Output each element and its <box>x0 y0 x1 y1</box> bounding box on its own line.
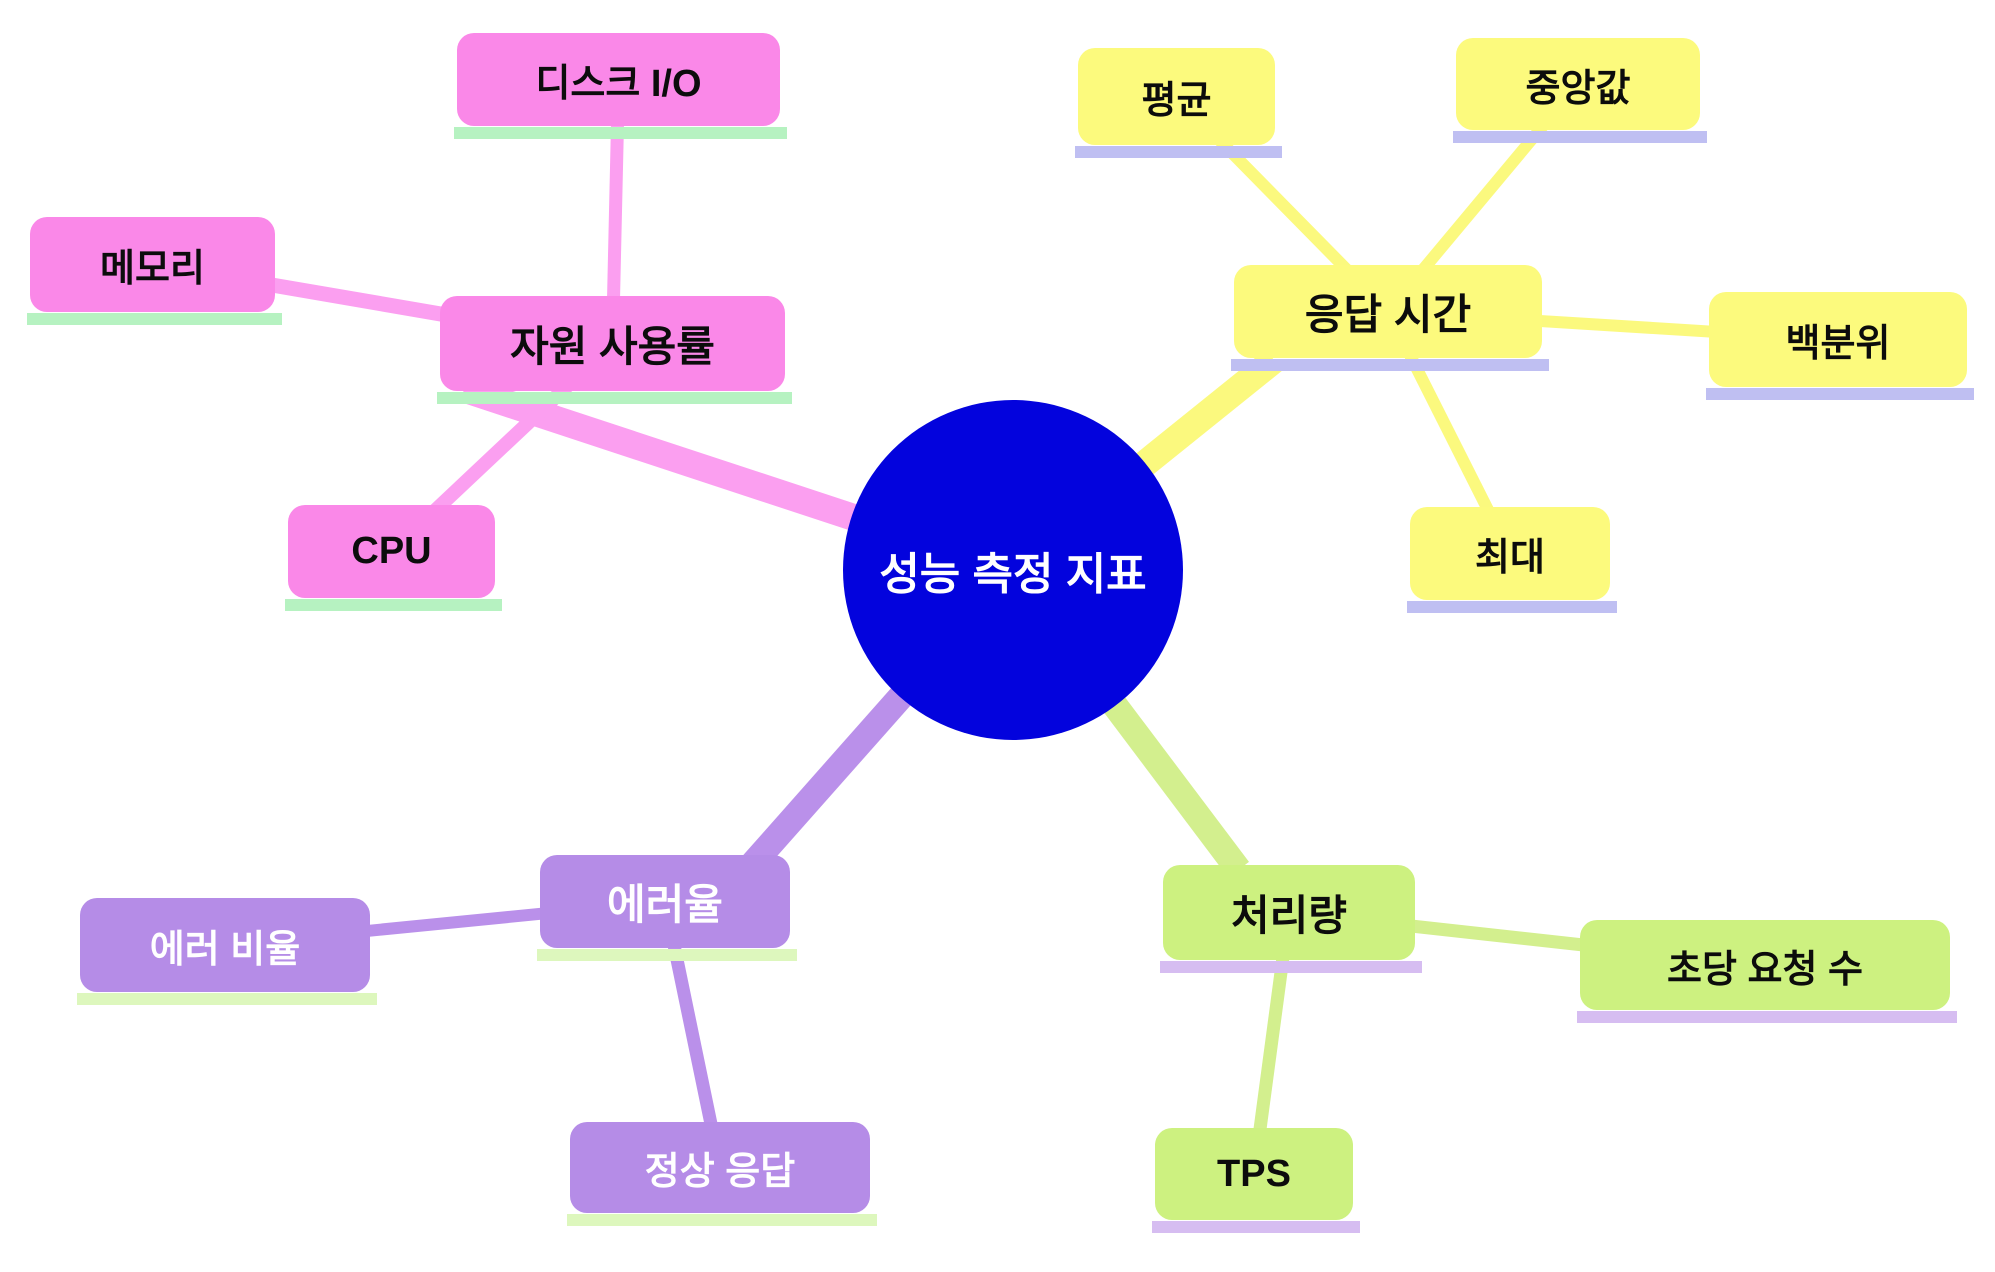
node-response-time[interactable]: 응답 시간 <box>1231 265 1549 371</box>
node-throughput[interactable]: 처리량 <box>1160 865 1422 973</box>
node-tps[interactable]: TPS <box>1152 1128 1360 1233</box>
node-center-topic[interactable]: 성능 측정 지표 <box>843 400 1183 740</box>
node-disk-io[interactable]: 디스크 I/O <box>454 33 787 139</box>
node-memory[interactable]: 메모리 <box>27 217 282 325</box>
node-average[interactable]: 평균 <box>1075 48 1282 158</box>
node-cpu[interactable]: CPU <box>285 505 502 611</box>
node-requests-per-second[interactable]: 초당 요청 수 <box>1577 920 1957 1023</box>
node-maximum[interactable]: 최대 <box>1407 507 1617 613</box>
node-median[interactable]: 중앙값 <box>1453 38 1707 143</box>
node-normal-response[interactable]: 정상 응답 <box>567 1122 877 1226</box>
node-error-rate[interactable]: 에러율 <box>537 855 797 961</box>
node-error-ratio[interactable]: 에러 비율 <box>77 898 377 1005</box>
node-resource-usage[interactable]: 자원 사용률 <box>437 296 792 404</box>
node-percentile[interactable]: 백분위 <box>1706 292 1974 400</box>
